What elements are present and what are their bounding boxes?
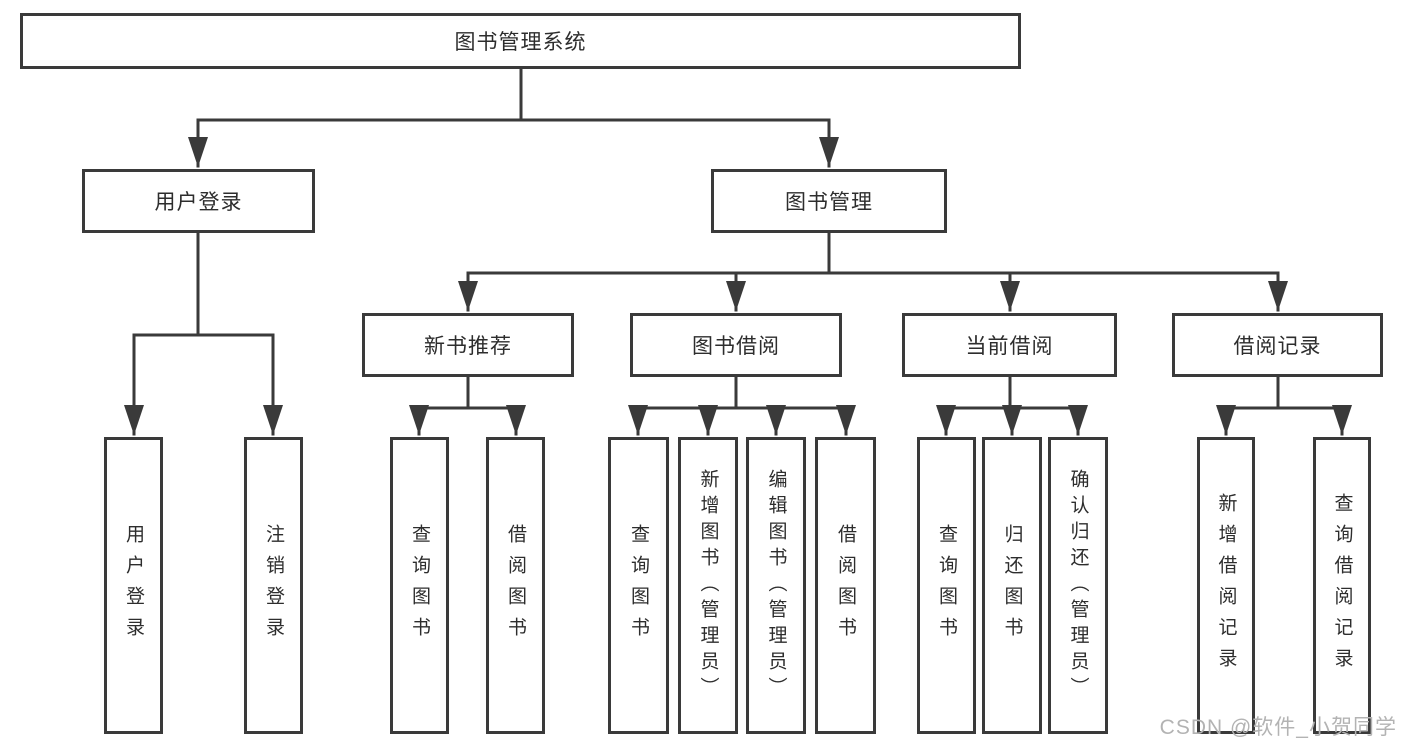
leaf-borrow-book-1: 借阅图书 xyxy=(486,437,545,734)
node-book-borrow: 图书借阅 xyxy=(630,313,842,377)
leaf-query-book-1: 查询图书 xyxy=(390,437,449,734)
leaf-user-login: 用户登录 xyxy=(104,437,163,734)
leaf-label: 注销登录 xyxy=(263,523,284,648)
leaf-label: 借阅图书 xyxy=(505,523,526,648)
leaf-label: 借阅图书 xyxy=(835,523,856,648)
leaf-query-book-3: 查询图书 xyxy=(917,437,976,734)
edge-borrow-record-split xyxy=(1224,375,1344,410)
leaf-return-book: 归还图书 xyxy=(982,437,1042,734)
node-current-borrow: 当前借阅 xyxy=(902,313,1117,377)
leaf-add-book: 新增图书（管理员） xyxy=(678,437,738,734)
leaf-edit-book: 编辑图书（管理员） xyxy=(746,437,806,734)
node-borrow-record: 借阅记录 xyxy=(1172,313,1383,377)
leaf-label: 查询借阅记录 xyxy=(1331,492,1353,679)
leaf-label: 查询图书 xyxy=(409,523,430,648)
edge-user-login-split xyxy=(132,231,275,337)
node-book-mgmt: 图书管理 xyxy=(711,169,947,233)
edge-root-split xyxy=(196,66,831,122)
leaf-label: 查询图书 xyxy=(628,523,649,648)
node-root: 图书管理系统 xyxy=(20,13,1021,69)
leaf-logout: 注销登录 xyxy=(244,437,303,734)
edge-current-borrow-split xyxy=(944,375,1080,410)
leaf-add-borrow-record: 新增借阅记录 xyxy=(1197,437,1255,734)
leaf-label: 用户登录 xyxy=(123,523,144,648)
leaf-label: 查询图书 xyxy=(936,523,957,648)
csdn-watermark: CSDN @软件_小贺同学 xyxy=(1159,716,1397,739)
edge-book-mgmt-split xyxy=(466,231,1280,275)
leaf-confirm-return: 确认归还（管理员） xyxy=(1048,437,1108,734)
leaf-query-borrow-record: 查询借阅记录 xyxy=(1313,437,1371,734)
leaf-label: 确认归还（管理员） xyxy=(1067,468,1089,703)
edge-new-book-rec-split xyxy=(417,375,518,410)
leaf-label: 归还图书 xyxy=(1001,523,1023,648)
node-new-book-rec: 新书推荐 xyxy=(362,313,574,377)
edge-book-borrow-split xyxy=(636,375,848,410)
leaf-borrow-book-2: 借阅图书 xyxy=(815,437,876,734)
leaf-query-book-2: 查询图书 xyxy=(608,437,669,734)
leaf-label: 新增借阅记录 xyxy=(1215,492,1237,679)
leaf-label: 编辑图书（管理员） xyxy=(765,468,787,703)
leaf-label: 新增图书（管理员） xyxy=(697,468,719,703)
node-user-login: 用户登录 xyxy=(82,169,315,233)
